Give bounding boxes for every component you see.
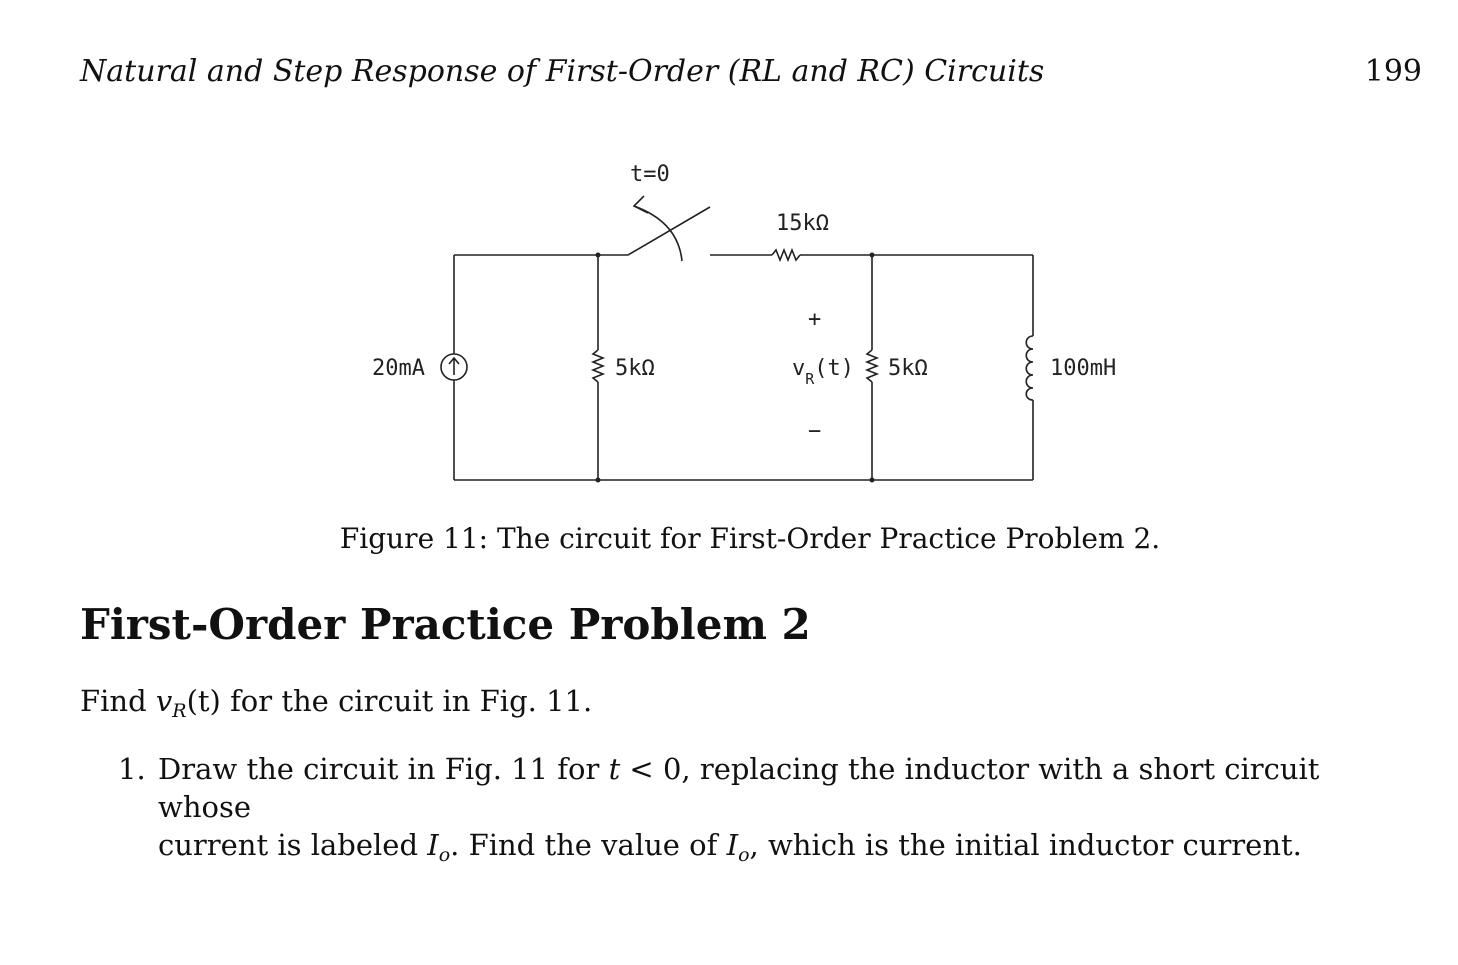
resistor-5k-right — [864, 349, 880, 383]
page-number: 199 — [1364, 54, 1422, 89]
node-dot — [595, 477, 601, 483]
running-header-title: Natural and Step Response of First-Order… — [80, 54, 1045, 89]
switch-blade — [627, 206, 711, 256]
inductor-coil — [1025, 335, 1034, 401]
problem-statement: Find vR(t) for the circuit in Fig. 11. — [80, 684, 593, 722]
left-resistor-label: 5kΩ — [615, 356, 655, 381]
switch-label: t=0 — [630, 162, 670, 187]
node-dot — [595, 252, 601, 258]
step-number: 1. — [118, 752, 146, 786]
top-resistor-label: 15kΩ — [776, 211, 829, 236]
source-label: 20mA — [372, 356, 425, 381]
switch-arrow-arc — [633, 205, 683, 262]
figure-caption: Figure 11: The circuit for First-Order P… — [339, 522, 1161, 555]
section-heading: First-Order Practice Problem 2 — [80, 600, 811, 649]
switch-arrow-head — [632, 195, 649, 214]
node-dot — [869, 477, 875, 483]
vr-label: vR(t) — [792, 356, 854, 388]
step-list: 1. Draw the circuit in Fig. 11 for t < 0… — [118, 750, 1368, 874]
minus-sign: − — [808, 419, 821, 444]
plus-sign: + — [808, 307, 821, 332]
inductor-label: 100mH — [1050, 356, 1116, 381]
node-dot — [869, 252, 875, 258]
right-resistor-label: 5kΩ — [888, 356, 928, 381]
circuit-figure: t=0 15kΩ 20mA 5kΩ + vR(t) − 5kΩ 100mH — [360, 150, 1160, 500]
current-source — [440, 353, 468, 381]
list-item: 1. Draw the circuit in Fig. 11 for t < 0… — [118, 750, 1368, 874]
circuit-diagram: t=0 15kΩ 20mA 5kΩ + vR(t) − 5kΩ 100mH — [372, 162, 1116, 483]
resistor-5k-left — [590, 349, 606, 383]
step-text: Draw the circuit in Fig. 11 for t < 0, r… — [158, 752, 1320, 866]
resistor-15k — [771, 247, 801, 263]
